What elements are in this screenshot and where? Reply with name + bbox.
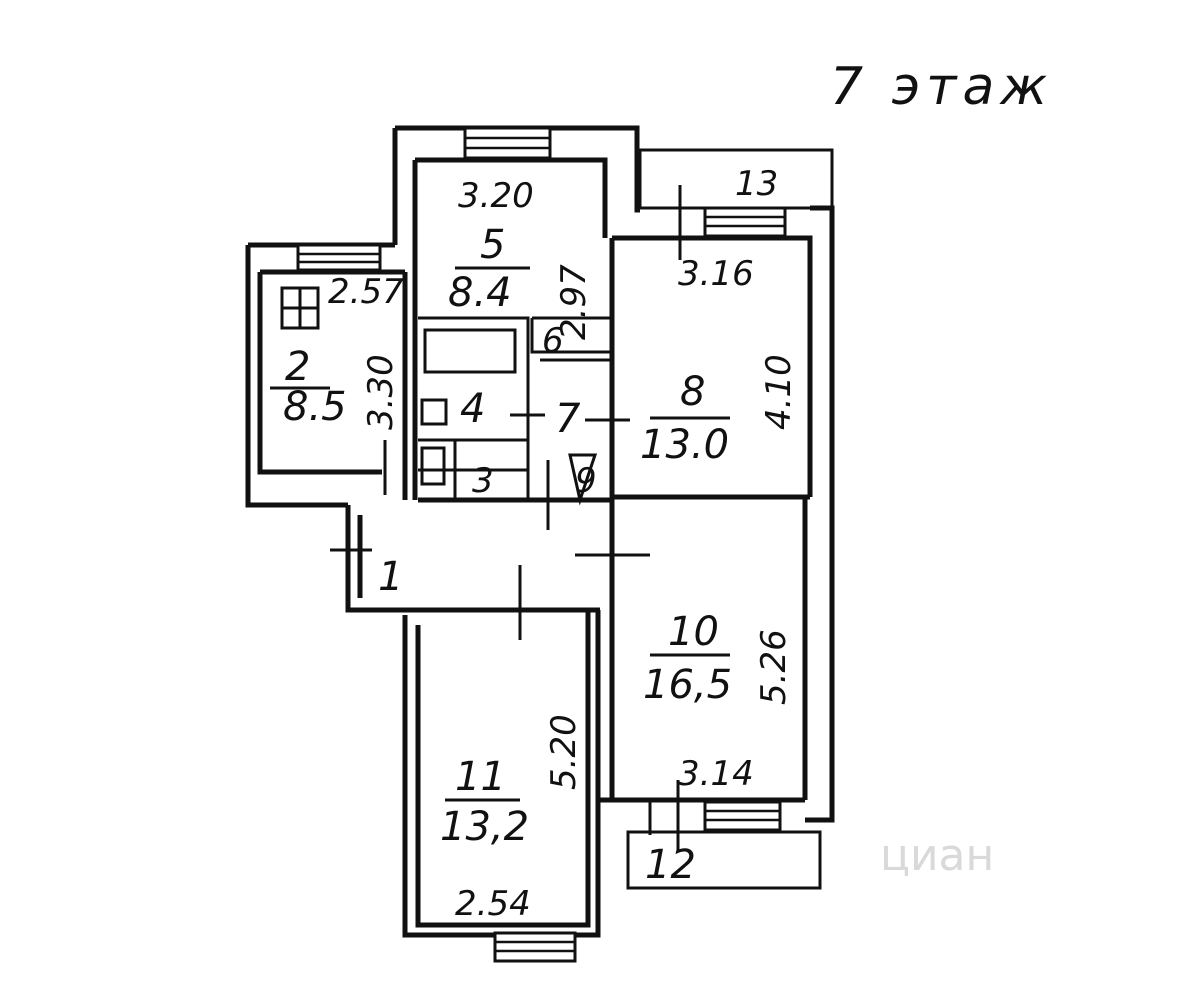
- window-room11: [493, 931, 577, 963]
- room-5-number: 5: [480, 222, 505, 268]
- room-1-number: 1: [378, 554, 403, 600]
- dim-room11-width: 2.54: [455, 884, 531, 924]
- room-5-area: 8.4: [448, 270, 512, 316]
- hall-walls: [345, 505, 600, 613]
- watermark-text: циан: [880, 830, 994, 881]
- chute-icon: [568, 453, 598, 506]
- room-8-area: 13.0: [640, 422, 729, 468]
- dim-room8-length: 4.10: [759, 354, 799, 430]
- window-room8: [703, 206, 787, 238]
- dim-room10-width: 3.14: [678, 754, 754, 794]
- room-2-area: 8.5: [283, 384, 347, 430]
- bath-partitions: [418, 316, 612, 500]
- room-3-number: 3: [472, 461, 494, 501]
- room-4-number: 4: [460, 386, 485, 432]
- bathtub-icon: [423, 328, 517, 374]
- room-9-number: 9: [575, 461, 597, 501]
- dim-room2-width: 2.57: [328, 272, 404, 312]
- room-11-area: 13,2: [440, 804, 529, 850]
- balcony-12-outline: [626, 830, 822, 890]
- dim-room11-length: 5.20: [544, 714, 584, 790]
- dim-room2-length: 3.30: [361, 354, 401, 430]
- window-room2: [296, 243, 382, 272]
- inner-wall-room2: [257, 269, 405, 475]
- room-8-number: 8: [680, 369, 705, 415]
- inner-wall-right: [612, 235, 813, 497]
- dim-room5-width: 3.20: [458, 176, 534, 216]
- toilet-icon: [420, 446, 446, 486]
- room-10-area: 16,5: [643, 662, 732, 708]
- dim-room5-length: 2.97: [554, 264, 594, 340]
- window-room10: [703, 800, 782, 832]
- dim-room8-width: 3.16: [678, 254, 754, 294]
- room-10-number: 10: [668, 609, 719, 655]
- dim-room10-length: 5.26: [754, 629, 794, 705]
- balcony-13-number: 13: [735, 164, 778, 204]
- window-room5: [463, 126, 552, 160]
- outer-wall-right: [805, 205, 835, 823]
- sink-icon: [420, 398, 448, 426]
- balcony-12-number: 12: [645, 842, 696, 888]
- room-7-number: 7: [555, 396, 581, 442]
- room-2-number: 2: [285, 344, 310, 390]
- floor-title: 7 этаж: [830, 57, 1053, 117]
- inner-wall-top: [415, 157, 608, 238]
- room-6-number: 6: [542, 321, 564, 361]
- room-11-number: 11: [455, 754, 506, 800]
